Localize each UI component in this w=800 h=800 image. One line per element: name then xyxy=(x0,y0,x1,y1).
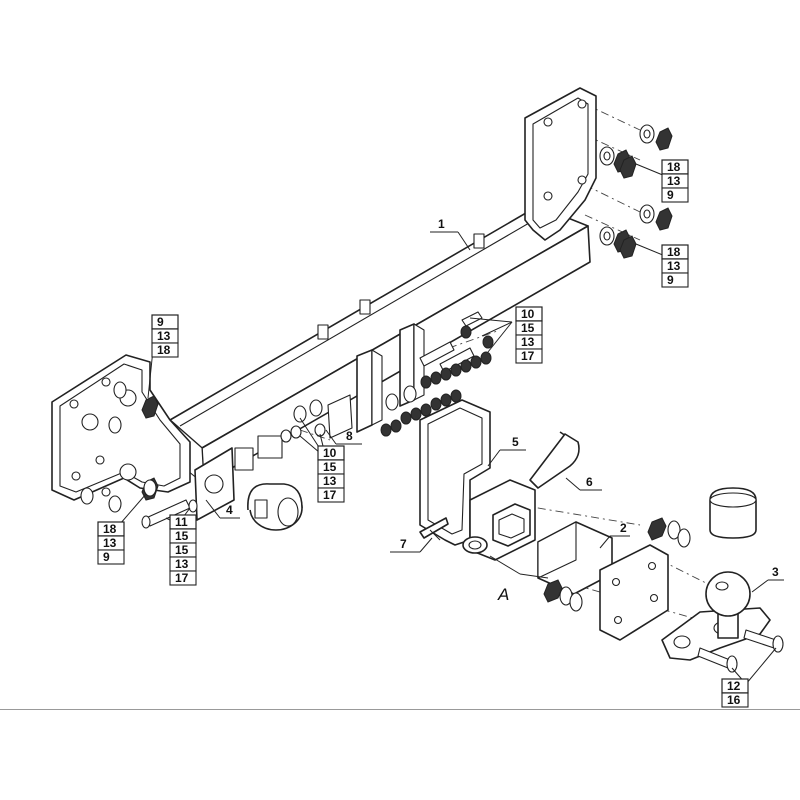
callout-2: 2 xyxy=(620,521,627,535)
callout-stack-cell xyxy=(661,272,689,288)
callout-stack-number: 12 xyxy=(727,679,741,693)
callout-1-label: 1 xyxy=(438,217,445,231)
callout-stack-number: 10 xyxy=(323,446,337,460)
callout-stack-cell xyxy=(661,187,689,203)
callout-stack-number: 9 xyxy=(667,188,674,202)
bottom-divider-line xyxy=(0,709,800,710)
callout-stack-cell xyxy=(97,549,125,565)
callout-stack-number: 13 xyxy=(667,174,681,188)
callout-stack-number: 13 xyxy=(103,536,117,550)
callout-stack-number: 15 xyxy=(323,460,337,474)
callout-stack-number: 18 xyxy=(667,160,681,174)
callout-stack-number: 10 xyxy=(521,307,535,321)
callout-stack-number: 9 xyxy=(667,273,674,287)
callout-stack-cell xyxy=(515,348,543,364)
callout-4-label: 4 xyxy=(226,503,233,517)
tow-ball xyxy=(661,571,771,661)
callout-2-label: 2 xyxy=(620,521,627,535)
lynch-pin xyxy=(419,517,449,541)
bolt-left-lower xyxy=(141,499,198,529)
callout-stack-number: 13 xyxy=(521,335,535,349)
callout-stack-cell xyxy=(151,342,179,358)
callout-stack-number: 17 xyxy=(521,349,535,363)
callout-stack-cell xyxy=(317,487,345,503)
callout-3-label: 3 xyxy=(772,565,779,579)
callout-7-label: 7 xyxy=(400,537,407,551)
callout-stack-number: 15 xyxy=(175,543,189,557)
callout-stack-number: 11 xyxy=(175,515,188,529)
hitch-pin xyxy=(529,431,580,489)
callout-stack-number: 15 xyxy=(521,321,535,335)
callout-8: 8 xyxy=(346,429,353,443)
callout-stack-number: 13 xyxy=(175,557,189,571)
callout-stack-number: 18 xyxy=(103,522,117,536)
fastener-set-upper-right xyxy=(599,124,673,259)
callout-stack-number: 9 xyxy=(157,315,164,329)
callout-6: 6 xyxy=(586,475,593,489)
callout-stack-cell xyxy=(151,314,179,330)
right-side-bracket xyxy=(524,87,597,241)
callout-stack-number: 17 xyxy=(175,571,189,585)
callout-1: 1 xyxy=(438,217,445,231)
fastener-set-drawbar xyxy=(543,517,691,612)
callout-stack-cell xyxy=(721,692,749,708)
detail-a-label: A xyxy=(497,585,509,604)
callout-3: 3 xyxy=(772,565,779,579)
callout-4: 4 xyxy=(226,503,233,517)
callout-stack-number: 13 xyxy=(323,474,337,488)
callout-stack-number: 18 xyxy=(157,343,171,357)
callout-stack-number: 16 xyxy=(727,693,741,707)
callout-stacks: 1813918139913181813910151317101513171115… xyxy=(97,159,749,708)
fastener-set-left xyxy=(80,381,159,513)
callout-stack-number: 18 xyxy=(667,245,681,259)
ball-cover-cap xyxy=(709,487,757,539)
callout-stack-number: 17 xyxy=(323,488,337,502)
callout-stack-number: 9 xyxy=(103,550,110,564)
callout-stack-number: 15 xyxy=(175,529,189,543)
callout-8-label: 8 xyxy=(346,429,353,443)
fastener-set-center xyxy=(280,311,494,443)
leader-lines xyxy=(119,163,784,685)
callout-stack-number: 13 xyxy=(667,259,681,273)
detail-a-marker: A xyxy=(497,585,509,604)
callout-6-label: 6 xyxy=(586,475,593,489)
callout-5-label: 5 xyxy=(512,435,519,449)
callout-7: 7 xyxy=(400,537,407,551)
receiver-bracket xyxy=(419,399,536,561)
callout-5: 5 xyxy=(512,435,519,449)
callout-stack-number: 13 xyxy=(157,329,171,343)
drawbar xyxy=(537,521,669,641)
callout-stack-cell xyxy=(169,570,197,586)
electrical-socket xyxy=(247,483,303,531)
